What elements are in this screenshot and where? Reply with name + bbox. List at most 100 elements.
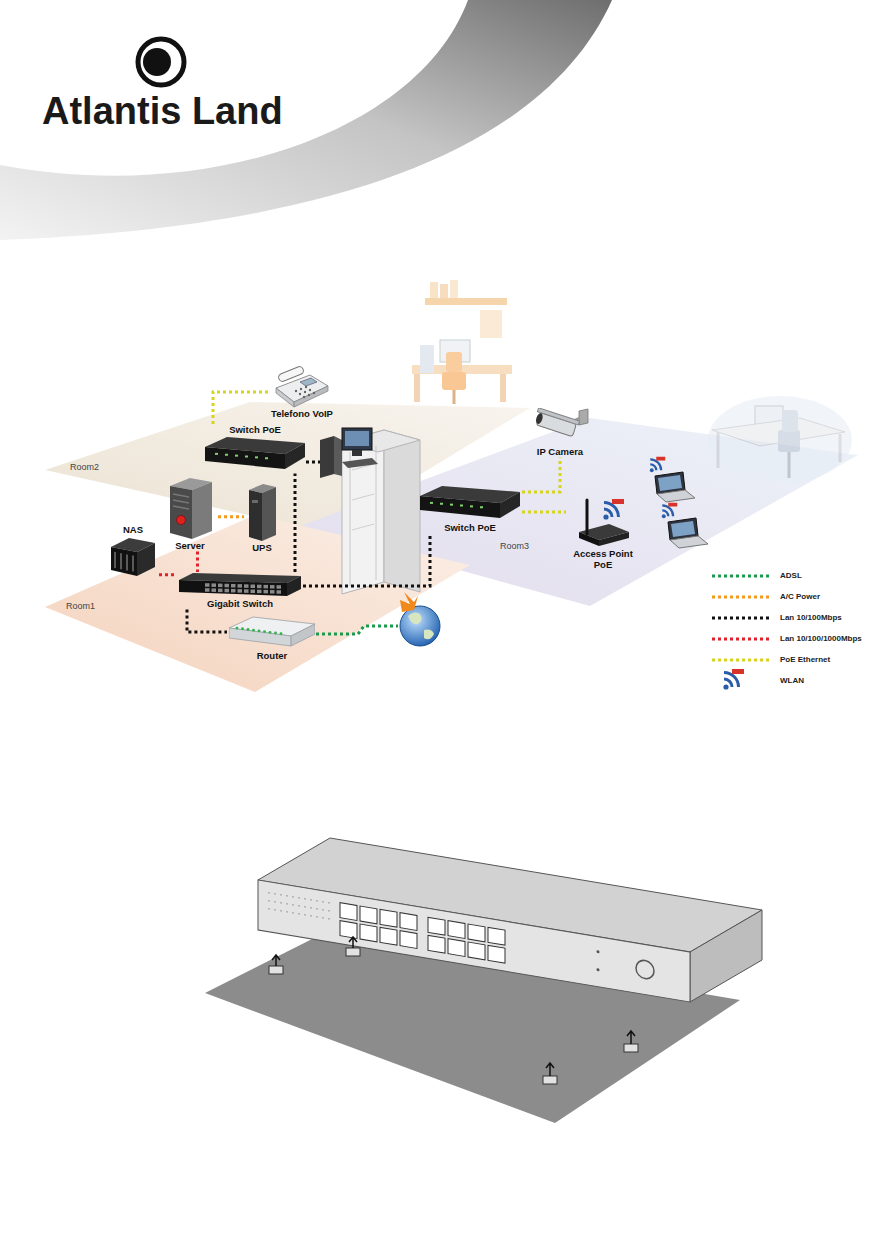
device-node: Server [162,476,218,551]
switch-icon [480,506,483,508]
device-node: Switch PoE [418,484,522,533]
device-node: Access Point PoE [566,494,640,571]
server-rack [350,452,351,586]
legend-entry: A/C Power [780,592,820,602]
logo-mark [138,39,184,85]
server-rack [384,430,420,592]
office-decor [414,374,420,402]
legend-sample [712,596,772,599]
phone-icon [308,394,310,396]
device-label: Switch PoE [229,424,281,435]
camera-icon [529,408,591,446]
switch-illustration [488,927,505,945]
switch-illustration [258,838,762,1002]
legend-entry: ADSL [780,571,802,581]
switch-icon [285,443,305,469]
switch-illustration [380,927,397,945]
office-decor [442,372,466,390]
phone-icon [300,378,317,386]
phone-icon [294,386,328,407]
legend-sample [712,617,772,620]
router-icon [269,631,272,634]
ap-icon [575,494,631,548]
label-holder: Atlantis Land [42,92,283,130]
device-label: Router [257,650,288,661]
gswitch-icon [225,589,230,593]
gswitch-icon [264,585,269,589]
switch-illustration [448,939,465,957]
phone-icon [300,388,302,390]
device-node: NAS [107,524,159,577]
desktop-pc [342,428,372,450]
switch-icon [460,505,463,507]
phone-icon [299,393,301,395]
rubber-foot [627,1031,635,1044]
gswitch-icon [277,590,282,594]
gswitch-icon [251,585,256,589]
router-icon [291,624,315,646]
legend-entry: Lan 10/100/1000Mbps [780,634,862,644]
switch-illustration [268,901,330,911]
office-decor [453,390,456,404]
switch-icon [500,492,520,518]
switch-illustration [268,909,330,919]
device-label: UPS [252,542,272,553]
room-label-holder: Room1 [66,601,95,612]
gswitch-icon [179,572,301,598]
desktop-pc [352,450,362,456]
phone-icon [304,391,306,393]
room-label: Room2 [70,462,99,473]
office-decor [450,280,458,298]
server-icon [173,506,189,509]
ups-icon [252,500,258,503]
rubber-foot [543,1076,557,1084]
logo-wordmark: Atlantis Land [42,92,283,130]
legend-entry: WLAN [780,676,804,686]
gswitch-icon [287,576,301,596]
ups-icon [262,487,276,541]
server-icon [164,476,216,540]
legend-sample [723,669,744,690]
switch-icon [470,505,473,507]
office-decor [446,352,462,372]
laptop [671,521,695,537]
switch-icon [430,502,433,504]
laptop [658,475,682,491]
router-icon [229,628,291,646]
device-label: Access Point PoE [568,548,638,571]
room-outline [300,418,858,606]
server-rack [376,446,377,580]
gswitch-icon [179,580,287,596]
device-node: Switch PoE [203,424,307,473]
device-label: IP Camera [537,446,583,457]
switch-illustration [690,910,762,1002]
gswitch-icon [238,589,243,593]
legend-sample [712,638,772,641]
router-icon [229,614,315,650]
switch-illustration [428,935,445,953]
switch-illustration [636,959,654,980]
phone-icon [276,388,294,407]
nas-icon [114,552,116,568]
office-decor [420,345,434,373]
switch-illustration [340,903,357,921]
device-label: Telefono VoIP [271,408,333,419]
server-rack [352,524,374,530]
switch-icon [205,447,285,469]
switch-icon [235,455,238,457]
nas-icon [111,547,137,576]
gswitch-icon [257,585,262,589]
office-decor [500,374,506,402]
camera-icon [537,408,579,425]
rubber-foot [269,966,283,974]
room-floor: Room3IP CameraSwitch PoEAccess Point PoE [295,400,860,610]
legend-sample [712,597,772,598]
rubber-foot [269,937,638,1084]
router-icon [274,632,277,635]
cable-connector [218,515,244,518]
switch-illustration [468,924,485,942]
legend-sample [712,576,772,577]
switch-illustration [428,917,445,935]
